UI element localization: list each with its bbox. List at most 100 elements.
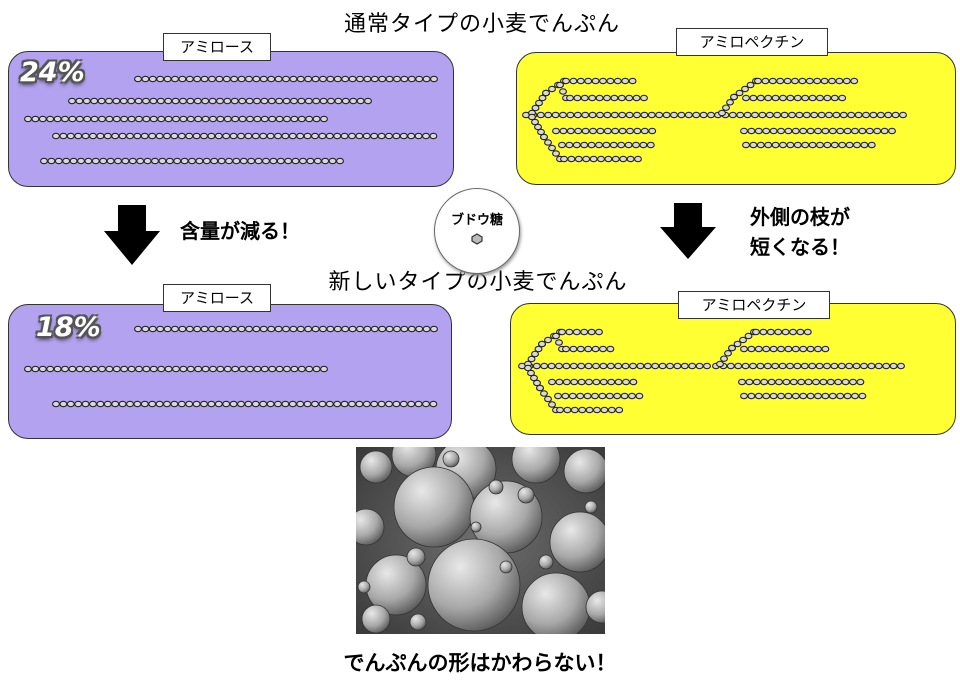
glucose-unit [538, 340, 546, 348]
glucose-unit [563, 406, 572, 414]
glucose-unit [618, 127, 627, 135]
glucose-unit [246, 365, 254, 373]
glucose-unit [141, 325, 150, 333]
glucose-unit [865, 127, 874, 135]
glucose-unit [210, 157, 219, 165]
glucose-unit [319, 97, 328, 105]
glucose-unit [797, 378, 806, 386]
glucose-unit [165, 157, 174, 165]
glucose-unit [793, 94, 802, 102]
glucose-unit [806, 345, 815, 353]
glucose-unit [259, 325, 268, 333]
glucose-unit [290, 115, 299, 123]
glucose-unit [393, 325, 401, 333]
starch-granule [409, 613, 427, 631]
glucose-unit [600, 406, 609, 414]
glucose-unit [633, 127, 642, 135]
amylopectin-panel-new [510, 303, 956, 435]
glucose-unit [544, 395, 552, 403]
glucose-unit [112, 365, 121, 373]
glucose-unit [741, 362, 750, 370]
glucose-unit [81, 400, 90, 408]
glucose-unit [415, 325, 424, 333]
glucose-unit [195, 157, 204, 165]
glucose-unit [200, 400, 208, 408]
glucose-unit [554, 392, 562, 400]
glucose-unit [636, 362, 645, 370]
glucose-unit [111, 400, 120, 408]
glucose-unit [854, 111, 863, 119]
glucose-unit [149, 97, 158, 105]
glucose-unit [646, 141, 655, 149]
glucose-unit [800, 362, 809, 370]
glucose-unit [544, 336, 552, 344]
glucose-unit [103, 400, 112, 408]
glucose-unit [596, 127, 605, 135]
glucose-unit [534, 345, 543, 353]
glucose-unit [602, 141, 611, 149]
glucose-unit [628, 77, 637, 85]
glucose-unit [897, 362, 905, 370]
glucose-unit [834, 378, 843, 386]
glucose-unit [304, 325, 313, 333]
glucose-unit [282, 97, 291, 105]
glucose-unit [222, 400, 231, 408]
glucose-unit [566, 111, 575, 119]
glucose-unit [231, 115, 240, 123]
glucose-unit [562, 378, 571, 386]
glucose-unit [561, 392, 570, 400]
glucose-unit [200, 132, 208, 140]
glucose-unit [284, 157, 293, 165]
glucose-unit [296, 325, 305, 333]
glucose-unit [385, 400, 393, 408]
glucose-unit [744, 332, 753, 340]
glucose-unit [562, 362, 571, 370]
glucose-unit [566, 94, 574, 102]
glucose-unit [74, 132, 83, 140]
glucose-unit [171, 75, 179, 83]
glucose-unit [635, 392, 644, 400]
starch-granule [549, 511, 605, 573]
glucose-unit [230, 97, 239, 105]
glucose-unit [430, 325, 438, 333]
glucose-unit [148, 75, 157, 83]
glucose-unit [321, 157, 330, 165]
glucose-unit [684, 111, 693, 119]
starch-granule [538, 554, 554, 570]
glucose-unit [643, 362, 652, 370]
glucose-unit [239, 157, 248, 165]
glucose-unit [267, 325, 276, 333]
glucose-unit [577, 378, 586, 386]
glucose-unit [716, 360, 724, 368]
glucose-unit [830, 141, 839, 149]
glucose-unit [170, 400, 179, 408]
glucose-unit [599, 77, 607, 85]
glucose-unit [742, 141, 750, 149]
glucose-unit [217, 157, 226, 165]
glucose-unit [584, 77, 593, 85]
glucose-unit [38, 365, 47, 373]
glucose-unit [282, 325, 290, 333]
glucose-unit [75, 97, 84, 105]
glucose-unit [805, 77, 814, 85]
glucose-unit [540, 390, 548, 397]
glucose-unit [570, 378, 579, 386]
glucose-unit [238, 97, 247, 105]
note-branches-shorter-line2: 短くなる！ [750, 235, 850, 259]
glucose-unit [83, 115, 92, 123]
starch-granule [517, 486, 535, 504]
glucose-unit [551, 111, 560, 119]
glucose-unit [414, 132, 423, 140]
glucose-unit [734, 362, 743, 370]
glucose-unit [142, 365, 151, 373]
glucose-unit [573, 94, 582, 102]
glucose-unit [695, 362, 704, 370]
glucose-unit [303, 132, 312, 140]
glucose-unit [209, 365, 217, 373]
glucose-unit [527, 355, 536, 363]
glucose-unit [128, 157, 137, 165]
starch-granule [359, 450, 393, 484]
glucose-unit [621, 362, 630, 370]
glucose-unit [784, 345, 793, 353]
glucose-unit [75, 115, 84, 123]
